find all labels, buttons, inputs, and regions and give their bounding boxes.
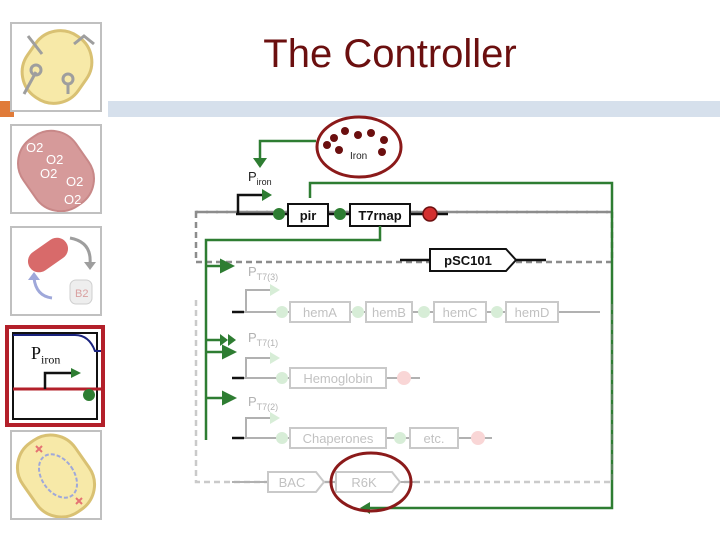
r6k-label: R6K: [351, 475, 377, 490]
o2-label: O2: [64, 192, 81, 207]
piron-thumbnail[interactable]: Piron: [5, 325, 105, 427]
oxygen-thumbnail[interactable]: O2 O2 O2 O2 O2: [10, 124, 102, 214]
b2-label: B2: [75, 288, 88, 300]
hemc-label: hemC: [443, 305, 478, 320]
plasmid-cell-thumbnail[interactable]: [10, 430, 102, 520]
o2-label: O2: [66, 174, 83, 189]
iron-arrowhead: [253, 158, 267, 168]
o2-label: O2: [40, 166, 57, 181]
iron-regulation-arrow: [258, 139, 316, 160]
iron-highlight-ellipse: [315, 115, 403, 179]
hemoglobin-label: Hemoglobin: [303, 371, 372, 386]
rbs-t7rnap: [334, 208, 346, 220]
promoter-t7-3-label: PT7(3): [248, 264, 278, 282]
pir-gene: [287, 203, 329, 227]
chaperones-label: Chaperones: [303, 431, 374, 446]
terminator-t7rnap: [422, 206, 438, 222]
r6k-highlight-ellipse: [329, 451, 413, 513]
title-rule: [108, 101, 720, 117]
bac-label: BAC: [279, 475, 306, 490]
promoter-iron-arrowhead: [262, 189, 272, 201]
t7rnap-output-line: [204, 226, 382, 440]
b12-cycle-thumbnail[interactable]: B2: [10, 226, 102, 316]
pir-output-line: [308, 181, 614, 495]
piron-thumbnail-label: Piron: [31, 343, 61, 367]
cell-circuit-thumbnail[interactable]: [10, 22, 102, 112]
iron-label: Iron: [350, 151, 367, 162]
etc-label: etc.: [424, 431, 445, 446]
slide-title: The Controller: [263, 32, 517, 76]
t7rnap-label: T7rnap: [358, 208, 401, 223]
rbs-pir: [273, 208, 285, 220]
psc101-origin: [429, 248, 518, 272]
promoter-iron-label: Piron: [248, 169, 272, 187]
o2-label: O2: [46, 152, 63, 167]
hemd-label: hemD: [515, 305, 550, 320]
promoter-t7-1-label: PT7(1): [248, 330, 278, 348]
o2-label: O2: [26, 140, 43, 155]
promoter-t7-2-label: PT7(2): [248, 394, 278, 412]
iron-dots: [323, 127, 388, 156]
promoter-iron-arrow: [236, 193, 262, 214]
psc101-label: pSC101: [444, 253, 492, 268]
pir-label: pir: [300, 208, 317, 223]
hema-label: hemA: [303, 305, 337, 320]
hemb-label: hemB: [372, 305, 406, 320]
downstream-operons: PT7(3) hemA hemB hemC hemD PT7(1) Hemogl…: [194, 264, 614, 493]
